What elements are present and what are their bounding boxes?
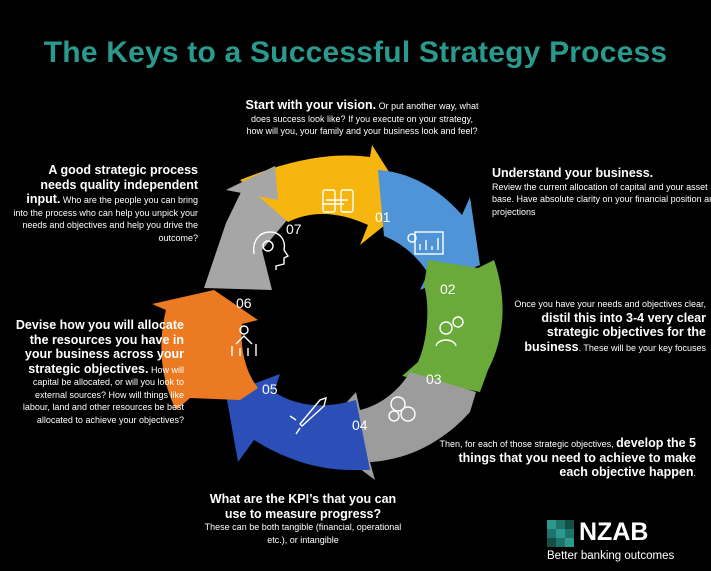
step-number-02: 02: [440, 281, 456, 297]
step-02-text: Understand your business. Review the cur…: [492, 166, 711, 218]
step-03-body: . These will be your key focuses: [578, 342, 706, 353]
step-01-body: Or put another way, what does success lo…: [246, 101, 479, 136]
segment-05: [226, 374, 370, 470]
nzab-logo: NZAB Better banking outcomes: [547, 518, 707, 566]
step-02-heading: Understand your business.: [492, 166, 654, 180]
rocket-icon: [289, 396, 327, 435]
step-01-text: Start with your vision. Or put another w…: [242, 98, 482, 138]
step-03-lead: Once you have your needs and objectives …: [514, 299, 706, 309]
segment-01: [240, 145, 410, 245]
step-04-heading: develop the 5 things that you need to ac…: [458, 436, 696, 479]
step-05-heading: What are the KPI’s that you can use to m…: [209, 492, 397, 521]
page-title: The Keys to a Successful Strategy Proces…: [43, 36, 668, 69]
nzab-logo-mark-icon: [547, 520, 575, 548]
growth-people-icon: [231, 325, 257, 356]
step-03-text: Once you have your needs and objectives …: [496, 298, 706, 354]
step-number-07: 07: [286, 221, 302, 237]
step-06-body: How will capital be allocated, or will y…: [22, 364, 184, 425]
step-06-text: Devise how you will allocate the resourc…: [12, 318, 184, 426]
segment-07-arrow: [226, 166, 278, 200]
person-gear-icon: [435, 316, 464, 347]
step-number-04: 04: [352, 417, 368, 433]
people-network-icon: [388, 396, 416, 422]
segment-06: [152, 290, 258, 410]
step-number-06: 06: [236, 295, 252, 311]
step-04-body: .: [693, 468, 696, 478]
step-04-text: Then, for each of those strategic object…: [436, 436, 697, 480]
step-07-heading: A good strategic process needs quality i…: [26, 163, 198, 206]
step-07-text: A good strategic process needs quality i…: [12, 163, 198, 244]
step-05-body: These can be both tangible (financial, o…: [204, 522, 402, 545]
step-06-heading: Devise how you will allocate the resourc…: [15, 318, 184, 376]
logo-name: NZAB: [579, 518, 649, 546]
segment-02: [378, 170, 480, 290]
mobile-exchange-icon: [322, 189, 354, 213]
step-number-01: 01: [375, 209, 391, 225]
step-03-heading: distil this into 3-4 very clear strategi…: [524, 310, 706, 354]
step-04-lead: Then, for each of those strategic object…: [439, 439, 617, 449]
step-number-05: 05: [262, 381, 278, 397]
wheel-center: [276, 258, 396, 378]
step-number-03: 03: [426, 371, 442, 387]
step-07-body: Who are the people you can bring into th…: [13, 195, 198, 243]
head-dollar-icon: [253, 231, 290, 270]
step-02-body: Review the current allocation of capital…: [492, 181, 711, 217]
presentation-chart-icon: [407, 231, 444, 255]
logo-tagline: Better banking outcomes: [547, 550, 675, 562]
step-05-text: What are the KPI’s that you can use to m…: [198, 492, 408, 546]
step-01-heading: Start with your vision.: [245, 98, 377, 112]
